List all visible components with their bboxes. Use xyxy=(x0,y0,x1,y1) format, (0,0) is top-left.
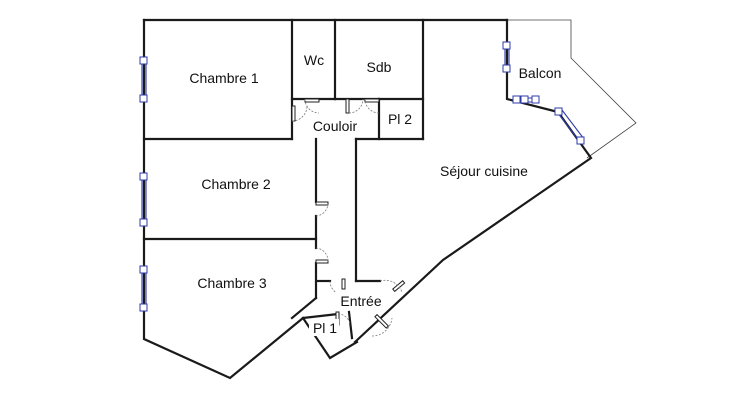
window-balcon-middle xyxy=(512,95,540,104)
room-label-balcon: Balcon xyxy=(519,65,562,81)
room-label-pl1: Pl 1 xyxy=(313,320,337,336)
door-sejour xyxy=(379,279,406,293)
room-label-chambre-1: Chambre 1 xyxy=(189,70,258,86)
room-label-pl2: Pl 2 xyxy=(388,111,412,127)
door-chambre-1 xyxy=(291,105,308,122)
door-pl2 xyxy=(364,98,380,114)
window-chambre-3 xyxy=(139,265,148,312)
doors xyxy=(291,98,406,337)
door-chambre-2 xyxy=(315,201,329,217)
room-label-chambre-3: Chambre 3 xyxy=(197,275,266,291)
door-chambre-3 xyxy=(315,247,329,264)
windows xyxy=(139,41,585,312)
door-wc xyxy=(304,98,320,114)
room-label-sdb: Sdb xyxy=(367,59,392,75)
room-label-entree: Entrée xyxy=(340,293,381,309)
balcony-outline xyxy=(507,19,637,159)
door-sdb xyxy=(345,98,364,114)
room-label-couloir: Couloir xyxy=(313,118,358,134)
window-chambre-1 xyxy=(139,56,148,103)
room-label-chambre-2: Chambre 2 xyxy=(201,176,270,192)
interior-walls xyxy=(142,18,425,340)
door-entrance xyxy=(371,313,393,337)
room-label-wc: Wc xyxy=(304,52,324,68)
door-couloir-entree xyxy=(329,278,346,296)
window-balcon-diagonal xyxy=(554,107,585,145)
window-balcon-upper xyxy=(502,41,511,73)
window-chambre-2 xyxy=(139,172,148,227)
room-label-sejour: Séjour cuisine xyxy=(440,163,528,179)
room-labels: Chambre 1 Wc Sdb Couloir Pl 2 Séjour cui… xyxy=(189,52,561,336)
